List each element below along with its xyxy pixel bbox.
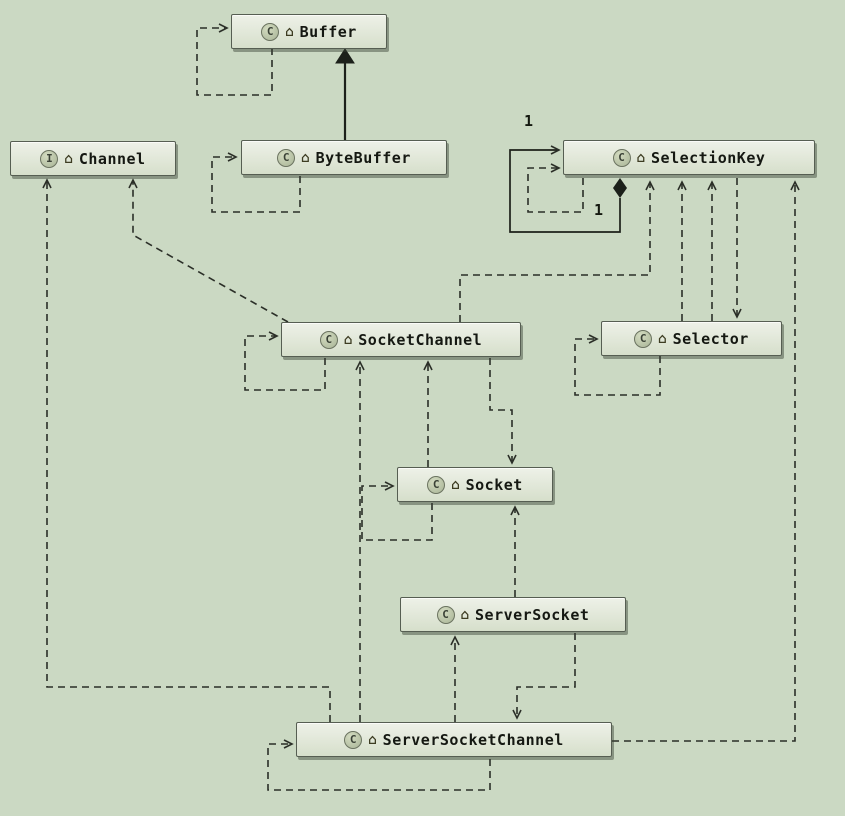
home-icon: ⌂ [368,731,377,748]
home-icon: ⌂ [451,476,460,493]
class-name-socket: Socket [465,475,523,494]
home-icon: ⌂ [285,23,294,40]
edge-socketchannel-to-socket [489,358,517,465]
interface-node-channel[interactable]: I ⌂ Channel [10,141,176,176]
class-node-bytebuffer[interactable]: C ⌂ ByteBuffer [241,140,447,175]
edge-selector-self [574,334,661,396]
class-icon: C [344,730,363,749]
edge-socketchannel-to-channel [128,178,289,323]
class-name-serversocketchannel: ServerSocketChannel [382,730,564,749]
class-name-selectionkey: SelectionKey [651,148,766,167]
home-icon: ⌂ [301,149,310,166]
home-icon: ⌂ [460,606,470,623]
class-name-bytebuffer: ByteBuffer [315,148,411,167]
edge-buffer-self [196,23,273,96]
edge-selectionkey-composition-self [509,145,621,233]
interface-icon: I [40,149,59,168]
class-node-socketchannel[interactable]: C ⌂ SocketChannel [281,322,521,357]
home-icon: ⌂ [658,330,667,347]
edge-selectionkey-self-dashed [527,163,584,213]
class-icon: C [319,330,338,349]
composition-diamond [613,178,627,198]
class-node-serversocket[interactable]: C ⌂ ServerSocket [400,597,626,632]
class-icon: C [277,148,296,167]
class-node-buffer[interactable]: C ⌂ Buffer [231,14,387,49]
edge-serversocketchannel-to-channel [42,178,331,722]
class-name-channel: Channel [78,149,146,168]
edge-serversocket-to-serversocketchannel [512,633,576,720]
class-name-socketchannel: SocketChannel [358,330,483,349]
class-name-buffer: Buffer [299,22,357,41]
home-icon: ⌂ [64,150,73,167]
class-name-selector: Selector [672,329,749,348]
edge-socket-self [361,481,433,541]
class-node-selector[interactable]: C ⌂ Selector [601,321,782,356]
edge-serversocketchannel-to-selectionkey [612,180,800,742]
class-name-serversocket: ServerSocket [475,605,590,624]
edge-bytebuffer-self [211,152,301,213]
class-icon: C [427,475,446,494]
class-icon: C [261,22,280,41]
class-icon: C [634,329,653,348]
home-icon: ⌂ [636,149,646,166]
multiplicity-label-bottom: 1 [594,201,604,219]
class-icon: C [612,148,631,167]
home-icon: ⌂ [343,331,353,348]
edge-socketchannel-to-selectionkey [459,180,655,322]
edge-serversocketchannel-self [267,739,491,791]
class-icon: C [436,605,455,624]
edge-socketchannel-self [244,331,326,391]
class-node-socket[interactable]: C ⌂ Socket [397,467,553,502]
multiplicity-label-top: 1 [524,112,534,130]
class-node-selectionkey[interactable]: C ⌂ SelectionKey [563,140,815,175]
inheritance-arrowhead [335,48,355,64]
class-node-serversocketchannel[interactable]: C ⌂ ServerSocketChannel [296,722,612,757]
